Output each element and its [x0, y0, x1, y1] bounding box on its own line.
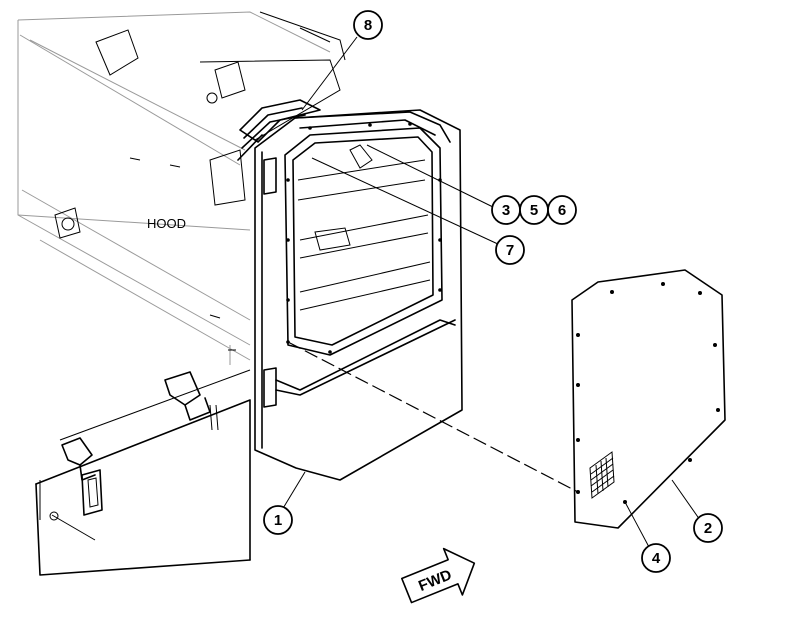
lower-left-bracket [35, 369, 251, 576]
vent-grille [589, 451, 615, 499]
callout-8-number: 8 [364, 17, 372, 34]
door-frame-part-1 [237, 99, 463, 481]
callout-3: 3 [491, 195, 521, 225]
hood-label: HOOD [147, 216, 186, 231]
callout-2-number: 2 [704, 520, 712, 537]
hood-body: HOOD [17, 11, 346, 365]
fwd-arrow: FWD [400, 547, 476, 604]
callout-4: 4 [641, 543, 671, 573]
callout-6: 6 [547, 195, 577, 225]
leader-lines [281, 36, 701, 548]
installation-line [287, 341, 579, 493]
callout-6-number: 6 [558, 202, 566, 219]
callout-7-number: 7 [506, 242, 514, 259]
callout-8: 8 [353, 10, 383, 40]
callout-5-number: 5 [530, 202, 538, 219]
callout-2: 2 [693, 513, 723, 543]
callout-1-number: 1 [274, 512, 282, 529]
callout-4-number: 4 [652, 550, 661, 567]
cover-panel-part-2 [571, 269, 726, 529]
callout-5: 5 [519, 195, 549, 225]
callout-3-number: 3 [502, 202, 510, 219]
callout-1: 1 [263, 505, 293, 535]
callout-7: 7 [495, 235, 525, 265]
